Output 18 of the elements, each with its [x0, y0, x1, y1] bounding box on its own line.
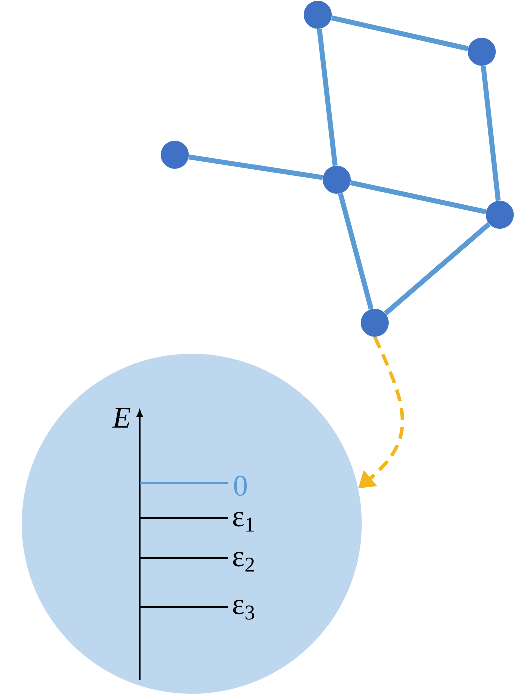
axis-label: E: [112, 408, 131, 428]
level-label: 0: [234, 476, 248, 496]
graph-vertex: [304, 1, 332, 29]
graph-vertex: [323, 166, 351, 194]
graph-vertex: [161, 141, 189, 169]
graph-edge: [481, 66, 501, 202]
graph-edge: [188, 154, 324, 180]
graph-edge: [317, 28, 338, 166]
graph-vertex: [468, 38, 496, 66]
graph-vertex: [486, 201, 514, 229]
graph-edge: [338, 193, 374, 310]
graph-edge: [350, 180, 487, 214]
level-label: ε$_{1}$: [233, 512, 254, 532]
level-label: ε$_{2}$: [233, 552, 254, 572]
level-label: ε$_{3}$: [233, 600, 254, 620]
graph-vertex: [361, 309, 389, 337]
graph-edge: [384, 222, 491, 316]
graph-edge: [331, 16, 469, 52]
